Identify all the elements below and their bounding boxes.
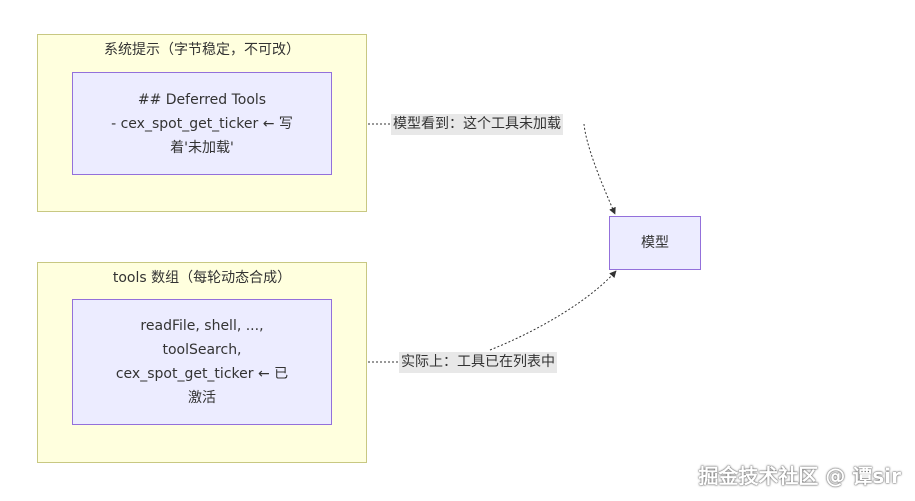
edge-label-bottom: 实际上：工具已在列表中 xyxy=(399,352,557,373)
edge-top xyxy=(368,123,615,214)
model-node: 模型 xyxy=(609,216,701,270)
tools-list-node-text: readFile, shell, ..., toolSearch, cex_sp… xyxy=(115,318,289,406)
deferred-tools-node: ## Deferred Tools - cex_spot_get_ticker … xyxy=(72,72,332,175)
tools-array-cluster-title: tools 数组（每轮动态合成） xyxy=(112,270,292,286)
model-node-text: 模型 xyxy=(641,235,669,251)
system-prompt-cluster-title: 系统提示（字节稳定，不可改） xyxy=(104,42,300,58)
tools-list-node: readFile, shell, ..., toolSearch, cex_sp… xyxy=(72,299,332,425)
deferred-tools-node-text: ## Deferred Tools - cex_spot_get_ticker … xyxy=(111,91,293,156)
watermark: 掘金技术社区 @ 谭sir xyxy=(698,464,901,488)
edge-bottom xyxy=(368,271,616,363)
edge-label-top: 模型看到：这个工具未加载 xyxy=(391,114,563,135)
